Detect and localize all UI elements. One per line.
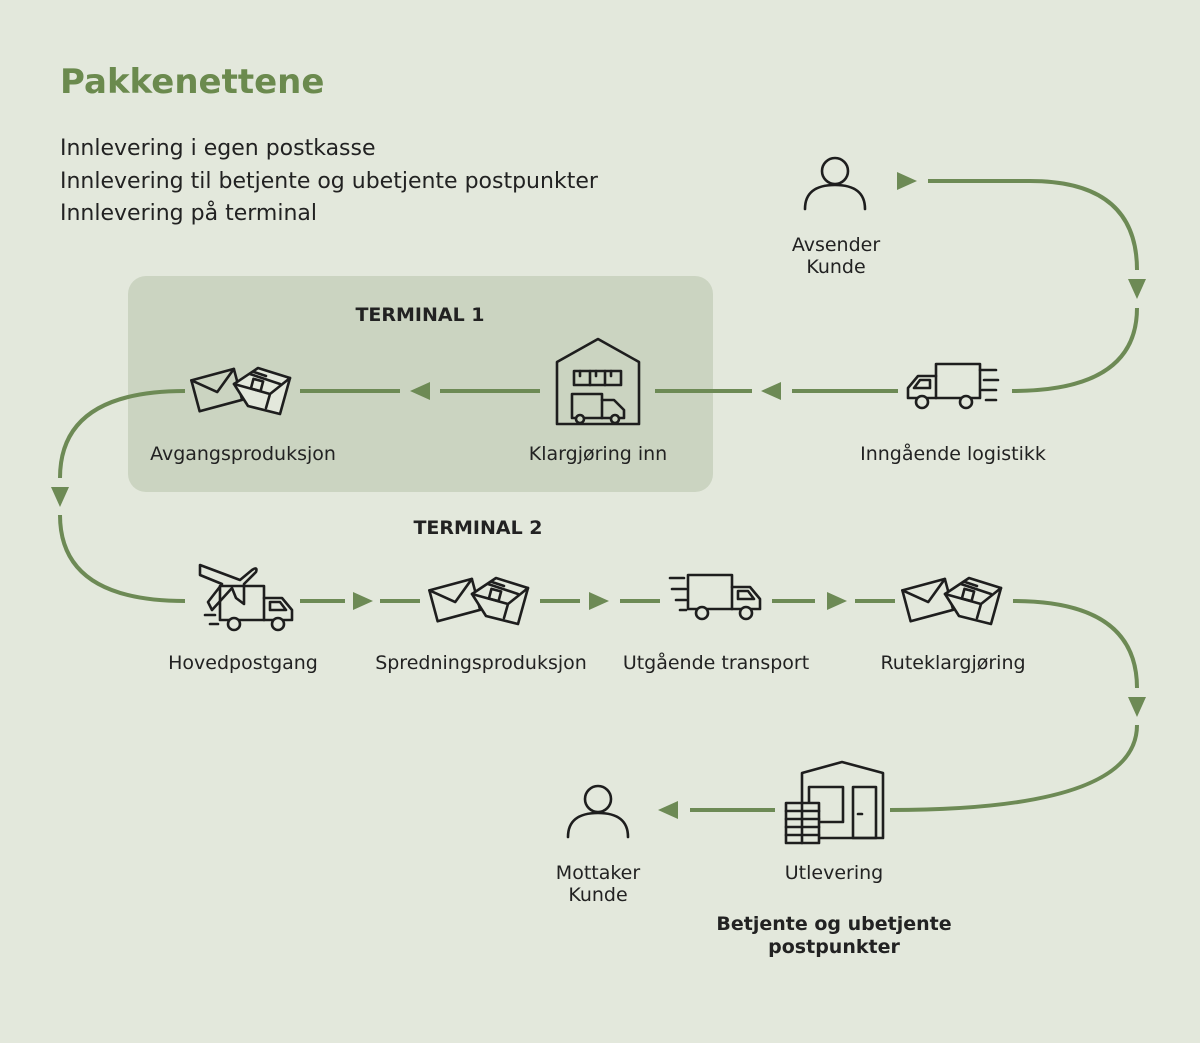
delivery-points-label: postpunkter: [768, 936, 900, 958]
page-title: Pakkenettene: [60, 62, 324, 102]
arrow-right-icon: [353, 592, 373, 610]
main-post-node: Hovedpostgang: [168, 563, 318, 674]
envelope-parcel-icon: [428, 576, 530, 626]
outbound-node: Utgående transport: [623, 573, 809, 674]
node-label: Hovedpostgang: [168, 652, 318, 674]
truck-icon: [906, 362, 1000, 410]
arrow-left-icon: [410, 382, 430, 400]
terminal-1-box: [128, 276, 713, 492]
flow-arrows: [51, 172, 1146, 819]
node-label: Ruteklargjøring: [880, 652, 1025, 674]
node-label: Avgangsproduksjon: [150, 443, 336, 465]
receiver-node: Mottaker Kunde: [556, 784, 641, 906]
truck-icon: [668, 573, 762, 621]
envelope-parcel-icon: [901, 576, 1003, 626]
person-icon: [803, 156, 867, 211]
arrow-right-icon: [827, 592, 847, 610]
node-label: Utgående transport: [623, 651, 809, 674]
node-label: Kunde: [806, 256, 865, 278]
node-label: Kunde: [568, 884, 627, 906]
node-label: Utlevering: [785, 862, 883, 884]
sender-node: Avsender Kunde: [792, 156, 881, 278]
arrow-left-icon: [761, 382, 781, 400]
flow-lines: [58, 179, 1139, 812]
parcel-locker-store-icon: [784, 760, 885, 845]
prep-in-node: Klargjøring inn: [529, 337, 667, 465]
node-label: Mottaker: [556, 862, 641, 884]
inbound-node: Inngående logistikk: [860, 362, 1046, 465]
delivery-node: Utlevering Betjente og ubetjente postpun…: [716, 760, 952, 958]
terminal-2-heading: TERMINAL 2: [413, 517, 542, 539]
arrow-left-icon: [658, 801, 678, 819]
arrow-right-icon: [897, 172, 917, 190]
arrow-down-icon: [1128, 279, 1146, 299]
warehouse-icon: [555, 337, 641, 426]
arrow-down-icon: [1128, 697, 1146, 717]
intro-line: Innlevering i egen postkasse: [60, 136, 376, 161]
person-icon: [566, 784, 630, 839]
arrow-right-icon: [589, 592, 609, 610]
terminal-1-heading: TERMINAL 1: [355, 304, 484, 326]
node-label: Avsender: [792, 234, 881, 256]
delivery-points-label: Betjente og ubetjente: [716, 913, 951, 935]
departure-node: Avgangsproduksjon: [150, 366, 336, 465]
intro-line: Innlevering til betjente og ubetjente po…: [60, 169, 599, 194]
arrow-down-icon: [51, 487, 69, 507]
distribution-node: Spredningsproduksjon: [375, 576, 587, 674]
node-label: Klargjøring inn: [529, 443, 667, 465]
node-label: Inngående logistikk: [860, 442, 1046, 465]
intro-line: Innlevering på terminal: [60, 200, 317, 226]
route-prep-node: Ruteklargjøring: [880, 576, 1026, 674]
node-label: Spredningsproduksjon: [375, 652, 587, 674]
plane-truck-icon: [198, 563, 294, 632]
